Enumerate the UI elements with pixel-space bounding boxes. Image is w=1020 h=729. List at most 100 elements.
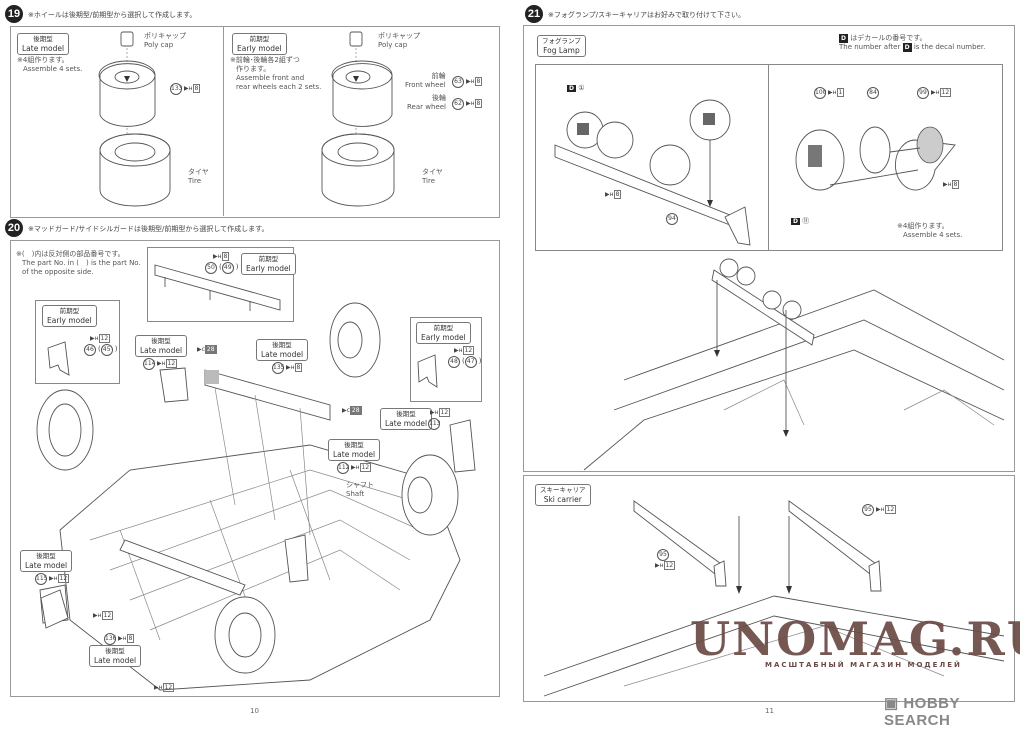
tire-jp: タイヤ [188, 168, 209, 176]
sprue-flag-icon: ▶ʜ [213, 253, 222, 260]
decal-note: D はデカールの番号です。 The number after D is the … [839, 34, 985, 52]
tag-en: Late model [261, 350, 304, 359]
decal-icon: D [791, 218, 800, 225]
sprue-number: 12 [884, 505, 897, 514]
sprue-number: 12 [438, 408, 451, 417]
tag-en: Early model [237, 44, 282, 53]
sprue-number: 12 [462, 346, 475, 355]
unomag-subtitle: МАСШТАБНЫЙ МАГАЗИН МОДЕЛЕЙ [765, 661, 962, 669]
polycap-en: Poly cap [144, 41, 174, 49]
tag-jp: 前期型 [433, 324, 454, 332]
sprue-number: 8 [951, 180, 960, 189]
part-number: 113 [428, 418, 440, 430]
ski-part-left: 95 [657, 549, 671, 561]
tag-en: Fog Lamp [543, 46, 580, 55]
early-right-part: 48(47) [448, 356, 481, 368]
part-number: 63 [452, 76, 464, 88]
note-jp1: ※前輪･後輪各2組ずつ [230, 56, 300, 64]
sprue-number: 12 [162, 683, 175, 692]
tag-jp: 後期型 [36, 552, 56, 560]
sprue-flag-icon: ▶ʜ [655, 562, 664, 569]
note-en1: The part No. in ( ) is the part No. [22, 259, 141, 267]
sprue-flag-icon: ▶ʜ [876, 506, 885, 513]
tag-jp: 前期型 [59, 307, 80, 315]
polycap-jp: ポリキャップ [378, 32, 420, 40]
tag-jp: 後期型 [272, 341, 292, 349]
note-en2: of the opposite side. [22, 268, 94, 276]
step-19-title: ※ホイールは後期型/前期型から選択して作成します。 [28, 11, 197, 19]
sprue-flag-icon: ▶ʜ [430, 409, 439, 416]
decal-number: ① [578, 84, 585, 92]
tag-en: Early model [246, 264, 291, 273]
sprue-flag-icon: ▶ʜ [828, 89, 837, 96]
tire-en: Tire [188, 177, 202, 185]
ski-carrier-drawing [543, 500, 1005, 697]
sprue-flag-icon: ▶ʜ [931, 89, 940, 96]
lens-part: 84 [867, 87, 881, 99]
step-20-number: 20 [5, 219, 23, 237]
step-19-number: 19 [5, 5, 23, 23]
tag-jp: 後期型 [396, 410, 416, 418]
rear-en: Rear wheel [407, 103, 446, 111]
car-underside-drawing [36, 302, 476, 691]
sprue-number: 8 [474, 99, 483, 108]
opposite-side-note: ※( )内は反対側の部品番号です。The part No. in ( ) is … [16, 250, 141, 277]
early-left-part: 46(45) [84, 344, 117, 356]
sprue-number: 8 [192, 84, 201, 93]
part-number: 84 [867, 87, 879, 99]
tag-en: Ski carrier [543, 495, 582, 504]
tag-jp: 後期型 [151, 337, 171, 345]
sprue-number: 12 [663, 561, 676, 570]
sprue-flag-icon: ▶c [197, 346, 205, 353]
part-number: 135 [272, 362, 284, 374]
tag-jp: 後期型 [105, 647, 125, 655]
part-number: 94 [666, 213, 678, 225]
decal-note-en1: The number after [839, 43, 901, 51]
sprue-number: 8 [221, 252, 230, 261]
note-en: Assemble 4 sets. [903, 231, 963, 239]
sprue-number: 28 [204, 345, 217, 354]
rear-jp: 後輪 [431, 94, 446, 102]
front-jp: 前輪 [431, 72, 446, 80]
sprue-number: 1 [836, 88, 845, 97]
tag-en: Late model [140, 346, 183, 355]
opposite-part-number: 47 [464, 356, 477, 368]
late-note: ※4組作ります。Assemble 4 sets. [17, 56, 82, 74]
sprue-flag-icon: ▶ʜ [351, 464, 360, 471]
page-number-left: 10 [250, 707, 259, 715]
tag-en: Late model [385, 419, 428, 428]
tag-en: Late model [25, 561, 68, 570]
sprue-number: 28 [349, 406, 362, 415]
sprue-number: 8 [126, 634, 135, 643]
sprue-flag-icon: ▶ʜ [118, 635, 127, 642]
part-number: 100 [814, 87, 826, 99]
decal-11-label: D ⑪ [791, 216, 809, 226]
sprue-number: 12 [101, 611, 114, 620]
sprue-number: 12 [98, 334, 111, 343]
decal-1-label: D ① [567, 84, 585, 92]
polycap-en: Poly cap [378, 41, 408, 49]
